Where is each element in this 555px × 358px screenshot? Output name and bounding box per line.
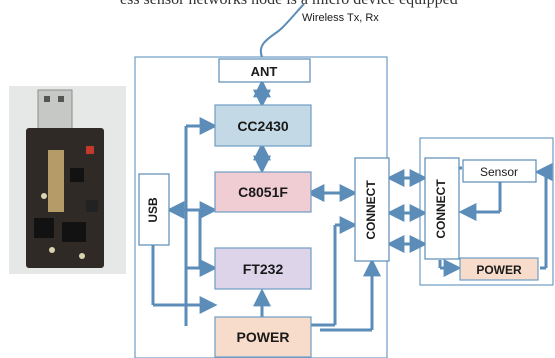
c8051f-label: C8051F: [238, 184, 288, 200]
connect-main-block: CONNECT: [354, 157, 390, 262]
cc2430-block: CC2430: [214, 104, 312, 147]
ant-label: ANT: [251, 64, 278, 79]
sensor-block: Sensor: [462, 159, 537, 183]
connect-sensor-label: CONNECT: [434, 179, 448, 239]
power-sensor-block: POWER: [459, 257, 539, 281]
connection-arrows: [151, 3, 553, 332]
ft232-label: FT232: [243, 261, 284, 277]
power-main-block: POWER: [214, 316, 312, 358]
usb-block: USB: [138, 173, 170, 246]
usb-label: USB: [146, 197, 160, 223]
caption-fragment: ess sensor networks node is a micro devi…: [0, 0, 555, 12]
caption-text: ess sensor networks node is a micro devi…: [120, 0, 458, 9]
device-photo: [9, 86, 126, 274]
ant-block: ANT: [218, 58, 311, 83]
wireless-label: Wireless Tx, Rx: [302, 12, 379, 24]
cc2430-label: CC2430: [237, 118, 289, 134]
c8051f-block: C8051F: [214, 171, 312, 213]
sensor-label: Sensor: [480, 165, 518, 179]
power-main-label: POWER: [237, 329, 290, 345]
connect-sensor-block: CONNECT: [424, 157, 460, 260]
ft232-block: FT232: [214, 247, 312, 290]
connect-main-label: CONNECT: [364, 180, 378, 240]
power-sensor-label: POWER: [476, 263, 522, 277]
